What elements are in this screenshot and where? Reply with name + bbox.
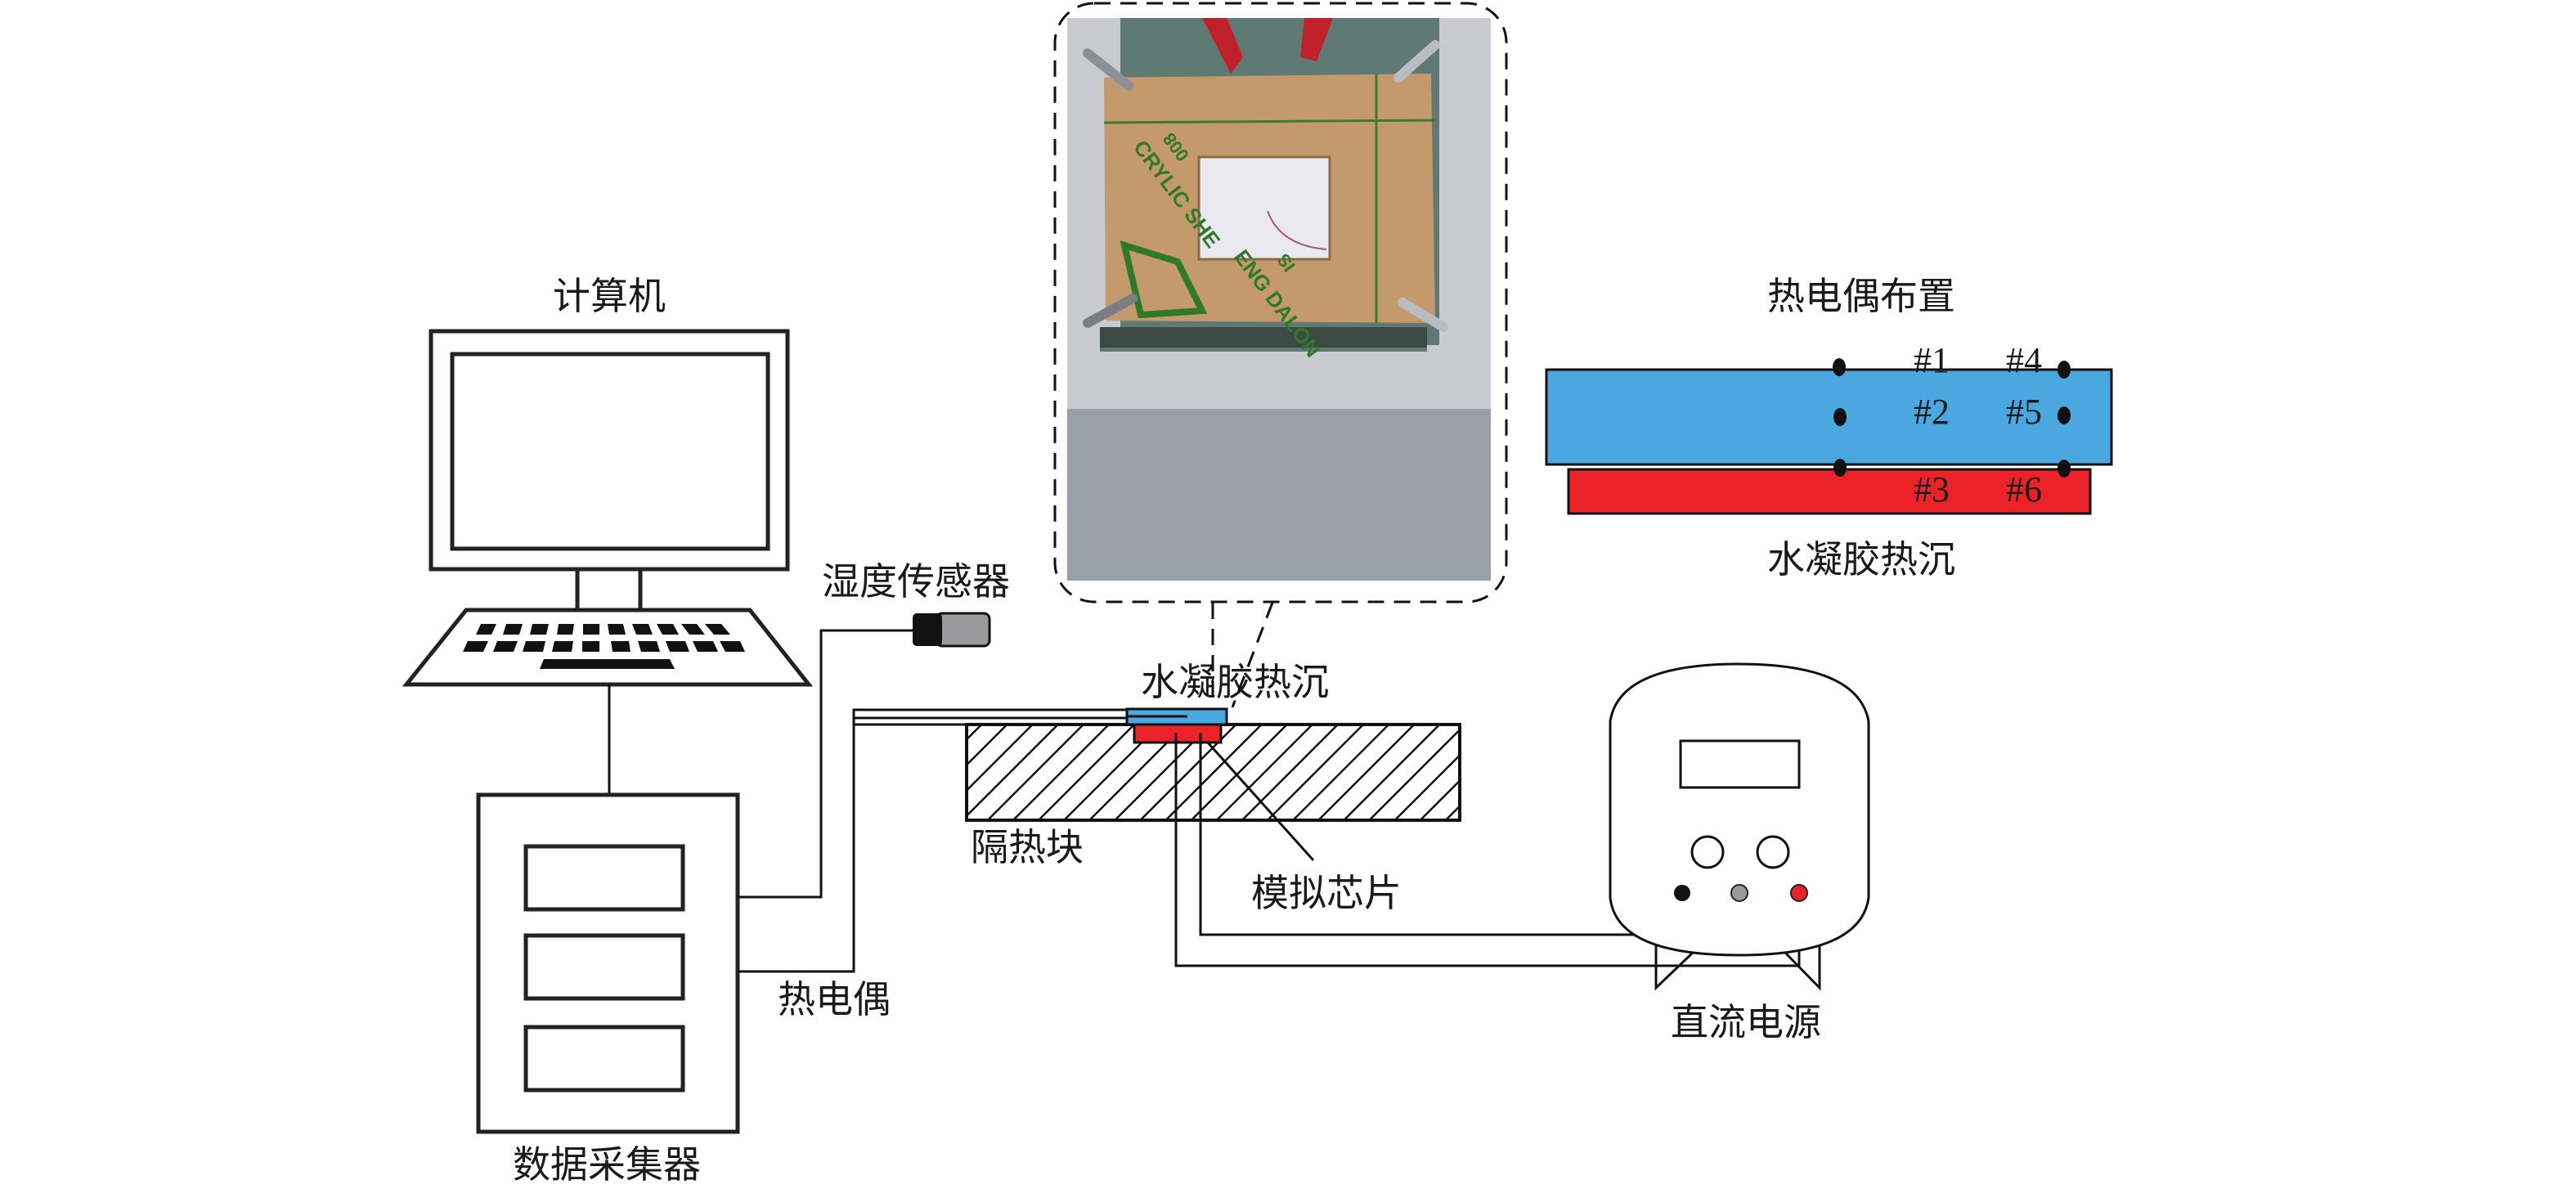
power-supply-body [1609,662,1870,957]
logger-display-1 [523,844,685,912]
thermocouple-layout-title: 热电偶布置 [1767,274,1955,318]
terminal-ground [1730,884,1748,902]
hydrogel-heat-sink-label: 水凝胶热沉 [1141,660,1329,704]
thermocouple-layout-caption: 水凝胶热沉 [1767,537,1955,581]
thermocouple-point-2 [1833,408,1847,426]
setup-photo: CRYLIC SHE ENG DALON 008 IS [1067,18,1491,581]
thermocouple-tag-2: #2 [1914,392,1950,432]
power-supply-leg-left [1654,940,1694,991]
power-supply-knob-left [1690,835,1725,869]
simulated-chip [1133,723,1223,744]
terminal-negative [1674,885,1690,901]
insulation-block-label: 隔热块 [971,825,1084,869]
layout-hydrogel-layer [1545,368,2113,466]
thermocouple-point-1 [1833,358,1846,376]
thermocouple-tag-3: #3 [1914,469,1950,509]
keyboard-keys [463,624,745,669]
thermocouple-tag-5: #5 [2006,392,2042,432]
chip-leader-line [1205,740,1315,862]
thermocouple-point-5 [2058,406,2071,424]
dc-power-supply: 直流电源 [1609,662,1870,1044]
thermocouple-point-6 [2058,460,2071,478]
dc-power-supply-label: 直流电源 [1671,1000,1821,1044]
computer-label: 计算机 [553,274,666,318]
insulation-block: 隔热块 [965,723,1461,869]
thermocouple-tag-1: #1 [1914,340,1950,380]
sensor-probe-cap [913,613,942,646]
humidity-sensor: 湿度传感器 [738,559,1010,899]
humidity-sensor-cable [738,629,913,899]
computer: 计算机 [402,274,814,687]
thermocouple-layout: 热电偶布置 #1 #2 #3 #4 #5 #6 水凝胶热沉 [1545,274,2113,581]
heat-sink-assembly: 水凝胶热沉 模拟芯片 [1125,660,1402,915]
photo-callout-frame [1053,2,1508,603]
power-supply-knob-right [1756,835,1790,869]
power-supply-display [1679,739,1801,789]
simulated-chip-label: 模拟芯片 [1251,871,1402,915]
monitor-stand [575,567,643,612]
thermocouple-tag-6: #6 [2006,469,2042,509]
terminal-positive [1790,884,1808,902]
data-logger-label: 数据采集器 [513,1142,701,1187]
layout-chip-layer [1567,468,2092,515]
logger-display-2 [523,933,685,1001]
thermocouple-point-3 [1833,459,1847,477]
logger-display-3 [523,1025,685,1093]
data-logger: 数据采集器 [476,792,740,1187]
power-supply-leg-right [1784,940,1821,991]
callout-leader-right [1231,602,1274,708]
thermocouple-label: 热电偶 [778,977,891,1021]
photo-callout: CRYLIC SHE ENG DALON 008 IS [1053,2,1508,708]
sensor-probe-body [935,612,991,648]
thermocouple-point-4 [2058,361,2071,379]
monitor-screen [450,352,770,551]
humidity-sensor-label: 湿度传感器 [822,559,1010,603]
thermocouple-tag-4: #4 [2006,340,2042,380]
